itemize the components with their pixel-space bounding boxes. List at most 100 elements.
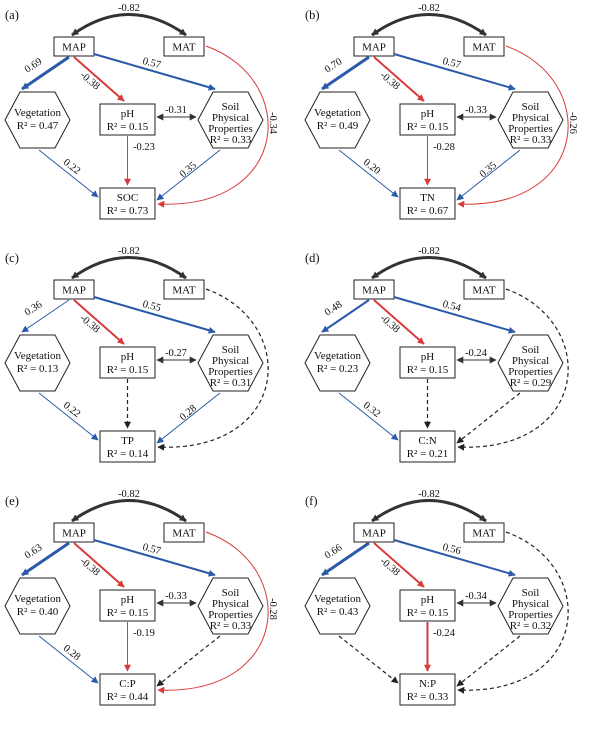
map-soil-path-coefficient: 0.55 <box>141 299 161 314</box>
ph-node <box>399 346 456 379</box>
soil-label-line3: Properties <box>508 366 553 378</box>
map-ph-path <box>373 542 425 588</box>
soil-label-line2: Physical <box>212 112 249 124</box>
map-vegetation-path <box>21 541 70 577</box>
ph-r2: R² = 0.15 <box>407 364 449 376</box>
soil-label-line2: Physical <box>512 355 549 367</box>
target-r2: R² = 0.67 <box>407 205 449 217</box>
map-ph-path-coefficient: -0.38 <box>78 70 102 92</box>
soil-target-path <box>156 149 221 201</box>
vegetation-node <box>304 334 371 392</box>
vegetation-label: Vegetation <box>14 350 62 362</box>
mat-node <box>163 522 205 543</box>
soil-label-line1: Soil <box>522 344 540 356</box>
map-soil-path <box>93 296 216 334</box>
vegetation-label: Vegetation <box>314 107 362 119</box>
ph-target-path-coefficient: -0.19 <box>133 628 155 639</box>
map-node <box>53 522 95 543</box>
map-label: MAP <box>362 528 386 540</box>
ph-node <box>99 103 156 136</box>
map-vegetation-path <box>321 541 370 577</box>
vegetation-target-path <box>338 392 399 441</box>
map-mat-covariance-arrow-coefficient: -0.82 <box>418 246 440 257</box>
map-label: MAP <box>362 42 386 54</box>
soil-label-line1: Soil <box>222 344 240 356</box>
vegetation-target-path-coefficient: 0.22 <box>61 157 82 177</box>
soil-physical-properties-node <box>197 577 264 635</box>
ph-soil-covariance-arrow-coefficient: -0.24 <box>465 348 488 359</box>
ph-r2: R² = 0.15 <box>407 607 449 619</box>
target-node <box>399 430 456 463</box>
ph-node <box>99 346 156 379</box>
soil-physical-properties-node <box>497 91 564 149</box>
map-mat-covariance-arrow-coefficient: -0.82 <box>118 246 140 257</box>
map-soil-path-coefficient: 0.57 <box>141 56 161 71</box>
mat-target-path-coefficient: -0.34 <box>267 112 278 135</box>
mat-label: MAT <box>172 528 196 540</box>
target-r2: R² = 0.14 <box>107 448 149 460</box>
map-node <box>53 36 95 57</box>
map-vegetation-path-coefficient: 0.36 <box>23 299 44 318</box>
vegetation-target-path <box>38 635 99 684</box>
map-label: MAP <box>62 42 86 54</box>
soil-label-line3: Properties <box>208 366 253 378</box>
map-soil-path-coefficient: 0.56 <box>441 542 461 557</box>
ph-label: pH <box>421 351 435 363</box>
soil-r2: R² = 0.31 <box>210 377 252 389</box>
map-vegetation-path-coefficient: 0.63 <box>23 542 44 561</box>
soil-target-path-coefficient: 0.35 <box>478 160 499 180</box>
map-node <box>53 279 95 300</box>
map-soil-path <box>93 539 216 577</box>
ph-r2: R² = 0.15 <box>107 364 149 376</box>
soil-target-path <box>456 392 521 444</box>
mat-label: MAT <box>172 285 196 297</box>
ph-soil-covariance-arrow-coefficient: -0.33 <box>465 105 487 116</box>
map-label: MAP <box>62 528 86 540</box>
soil-label-line3: Properties <box>508 609 553 621</box>
soil-label-line3: Properties <box>208 609 253 621</box>
vegetation-label: Vegetation <box>14 593 62 605</box>
map-mat-covariance-arrow <box>71 256 187 280</box>
vegetation-node <box>4 91 71 149</box>
map-ph-path-coefficient: -0.38 <box>378 556 402 578</box>
soil-target-path <box>456 149 521 201</box>
map-mat-covariance-arrow <box>371 256 487 280</box>
ph-soil-covariance-arrow-coefficient: -0.34 <box>465 591 488 602</box>
vegetation-label: Vegetation <box>14 107 62 119</box>
panel-label: (a) <box>5 8 19 22</box>
vegetation-node <box>304 577 371 635</box>
panel-label: (e) <box>5 494 19 508</box>
mat-node <box>163 279 205 300</box>
vegetation-target-path <box>338 635 399 684</box>
mat-target-path <box>157 45 269 208</box>
target-r2: R² = 0.33 <box>407 691 449 703</box>
map-ph-path <box>73 56 125 102</box>
ph-label: pH <box>121 108 135 120</box>
vegetation-node <box>4 334 71 392</box>
mat-node <box>163 36 205 57</box>
mat-target-path-coefficient: -0.26 <box>567 112 578 134</box>
target-node <box>399 187 456 220</box>
map-soil-path-coefficient: 0.57 <box>441 56 461 71</box>
target-label: SOC <box>117 192 138 204</box>
ph-label: pH <box>421 108 435 120</box>
mat-target-path-coefficient: -0.28 <box>267 598 278 620</box>
soil-target-path-coefficient: 0.28 <box>178 403 199 423</box>
map-ph-path <box>73 299 125 345</box>
target-label: TP <box>121 435 134 447</box>
vegetation-target-path-coefficient: 0.20 <box>361 157 382 177</box>
map-vegetation-path-coefficient: 0.70 <box>323 56 344 75</box>
ph-node <box>399 103 456 136</box>
map-soil-path <box>393 53 516 91</box>
vegetation-node <box>4 577 71 635</box>
map-mat-covariance-arrow-coefficient: -0.82 <box>118 3 140 14</box>
soil-label-line1: Soil <box>222 101 240 113</box>
vegetation-r2: R² = 0.23 <box>317 363 359 375</box>
mat-node <box>463 36 505 57</box>
mat-label: MAT <box>472 42 496 54</box>
target-node <box>99 430 156 463</box>
map-vegetation-path-coefficient: 0.66 <box>323 542 344 561</box>
